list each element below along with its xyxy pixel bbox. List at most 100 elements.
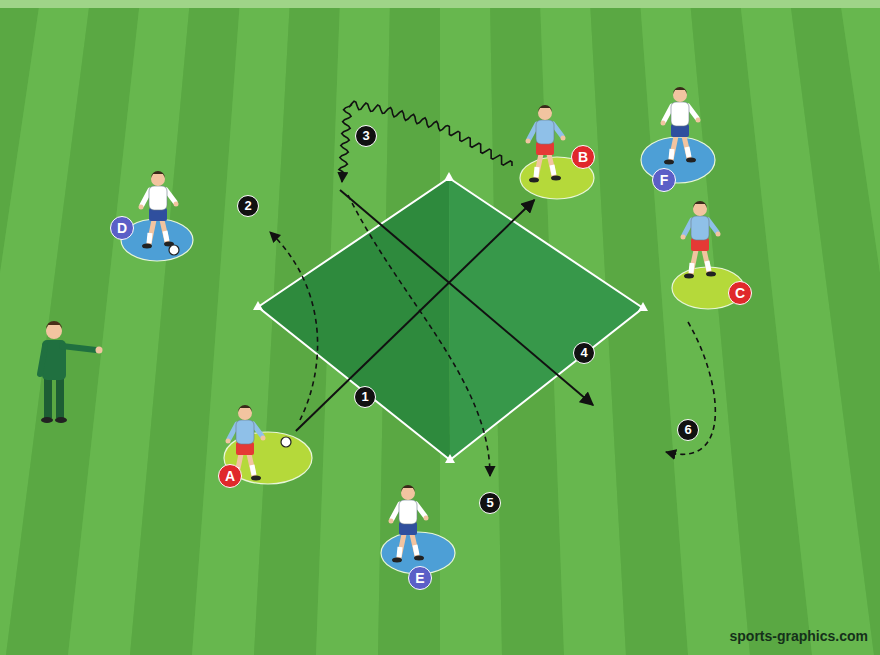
player-shirt — [236, 420, 254, 444]
grid-square — [258, 178, 643, 460]
player-hair — [238, 405, 252, 412]
player-head — [673, 88, 687, 102]
callout-number: 4 — [573, 342, 595, 364]
square-outline — [258, 178, 643, 460]
player-shirt — [691, 216, 709, 240]
player-figure — [526, 105, 566, 183]
dribble-arrow — [339, 101, 512, 182]
player-hand — [526, 139, 531, 144]
player-shirt — [149, 186, 167, 210]
player-hair — [673, 87, 687, 94]
player-arm — [416, 504, 425, 516]
coach-hair — [46, 321, 62, 329]
player-spot: A — [223, 431, 313, 485]
player-boot — [251, 476, 261, 481]
player-leg — [249, 454, 254, 476]
player-arm — [708, 220, 717, 232]
player-letter-badge: B — [571, 145, 595, 169]
ball — [281, 437, 291, 447]
cone — [444, 172, 454, 181]
player-letter-badge: F — [652, 168, 676, 192]
coach-shoe — [55, 417, 67, 423]
callout-number: 3 — [355, 125, 377, 147]
pitch-border — [0, 0, 880, 8]
player-boot — [414, 556, 424, 561]
callout-number: 6 — [677, 419, 699, 441]
player-hair — [538, 105, 552, 112]
player-letter: D — [117, 221, 127, 235]
player-letter: F — [660, 173, 669, 187]
player-letter: B — [578, 150, 588, 164]
player-hair — [693, 201, 707, 208]
watermark: sports-graphics.com — [730, 628, 868, 644]
player-sock — [707, 261, 709, 271]
player-sock — [399, 547, 400, 557]
player-head — [238, 406, 252, 420]
player-sock — [149, 233, 150, 243]
player-hand — [561, 136, 566, 141]
player-arm — [253, 424, 262, 436]
player-hand — [661, 121, 666, 126]
player-hand — [424, 516, 429, 521]
callout-number: 1 — [354, 386, 376, 408]
player-figure — [661, 87, 701, 165]
player-boot — [529, 178, 539, 183]
player-spot: F — [640, 136, 716, 184]
ball — [169, 245, 179, 255]
player-leg — [671, 136, 676, 160]
coach-leg — [56, 376, 64, 418]
player-shirt — [399, 500, 417, 524]
square-half — [258, 178, 450, 460]
player-hand — [261, 436, 266, 441]
player-boot — [142, 244, 152, 249]
player-sock — [671, 149, 672, 159]
player-hand — [696, 118, 701, 123]
pass-arrow — [340, 190, 593, 405]
player-head — [151, 172, 165, 186]
player-hand — [389, 519, 394, 524]
player-hand — [139, 205, 144, 210]
player-boot — [392, 558, 402, 563]
player-sock — [415, 545, 417, 555]
coach-head — [46, 323, 62, 339]
player-letter-badge: C — [728, 281, 752, 305]
player-hair — [151, 171, 165, 178]
player-sock — [691, 263, 692, 273]
player-leg — [536, 154, 541, 178]
player-arm — [688, 106, 697, 118]
movement-arrows — [270, 101, 715, 476]
player-head — [401, 486, 415, 500]
player-sock — [165, 231, 167, 241]
player-leg — [149, 220, 154, 244]
callout-number: 5 — [479, 492, 501, 514]
player-letter-badge: E — [408, 566, 432, 590]
player-boot — [551, 176, 561, 181]
player-leg — [162, 220, 167, 242]
player-letter-badge: A — [218, 464, 242, 488]
player-leg — [549, 154, 554, 176]
player-letter-badge: D — [110, 216, 134, 240]
player-head — [693, 202, 707, 216]
player-boot — [706, 272, 716, 277]
player-shirt — [671, 102, 689, 126]
run-arrow — [666, 322, 715, 454]
player-leg — [412, 534, 417, 556]
player-sock — [536, 167, 537, 177]
player-letter: E — [415, 571, 424, 585]
run-arrow — [270, 232, 318, 420]
callout-number: 2 — [237, 195, 259, 217]
player-sock — [552, 165, 554, 175]
player-spot: E — [380, 531, 456, 575]
player-spot: C — [671, 266, 745, 310]
coach-hand — [96, 347, 103, 354]
coach-arm — [62, 346, 96, 350]
player-figure — [139, 171, 179, 249]
player-spot: B — [519, 156, 595, 200]
player-figure — [681, 201, 721, 279]
player-arm — [166, 190, 175, 202]
grass-stripe — [840, 0, 880, 655]
player-leg — [399, 534, 404, 558]
